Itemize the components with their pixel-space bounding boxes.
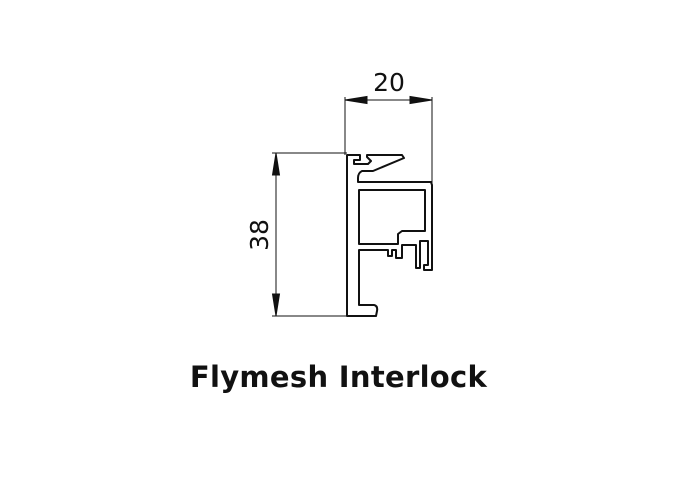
height-label: 38: [245, 219, 274, 251]
profile-upper-chamber: [358, 189, 426, 245]
height-arrow-top: [271, 152, 281, 176]
width-dimension: [344, 95, 433, 185]
profile-drawing: 20 38: [245, 68, 433, 317]
product-title: Flymesh Interlock: [189, 360, 488, 394]
profile-outer-contour: [346, 154, 433, 317]
width-arrow-right: [409, 95, 433, 105]
height-dimension: [271, 152, 347, 317]
profile-outline: [346, 154, 433, 317]
height-arrow-bottom: [271, 293, 281, 317]
width-arrow-left: [344, 95, 368, 105]
width-label: 20: [373, 68, 405, 97]
